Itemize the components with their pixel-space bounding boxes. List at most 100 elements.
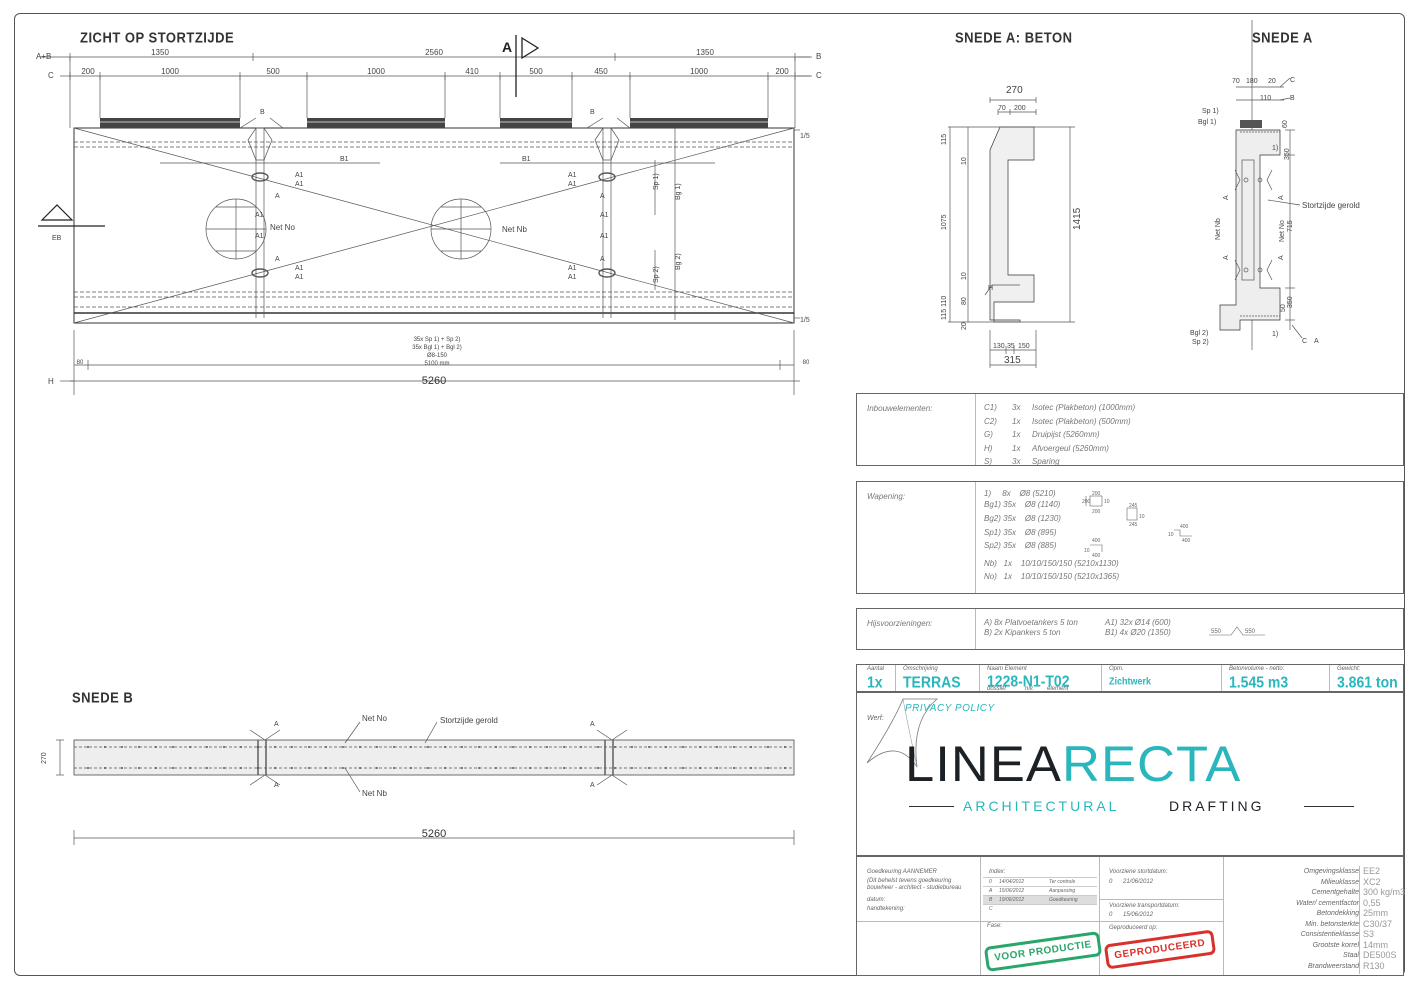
- geprod-label: Geproduceerd op:: [1109, 925, 1158, 931]
- spec-key: Water/ cementfactor: [1296, 899, 1359, 907]
- wap-dim-200a: 200: [1092, 491, 1101, 497]
- a-dim-60: 60: [1282, 120, 1289, 128]
- rebar-dot: [172, 767, 174, 769]
- b-dim-270: 270: [41, 752, 48, 764]
- sub-dossier: dossier: [987, 686, 1007, 692]
- inbouw-count: 3x: [1012, 457, 1021, 466]
- label-bg2: Bg 2): [675, 253, 682, 270]
- wap-dim-200b: 200: [1082, 499, 1091, 505]
- rebar-dot: [648, 767, 650, 769]
- dim-1000-b: 1000: [367, 67, 385, 76]
- beton-dim-35: 35: [1007, 343, 1015, 350]
- label-a1-7: A1: [568, 172, 577, 179]
- stort-label: Voorziene stortdatum:: [1109, 869, 1168, 875]
- index-cell: B: [989, 897, 993, 903]
- a-label-1b: 1): [1272, 331, 1278, 338]
- wapening-row: 1) 8x Ø8 (5210): [984, 489, 1056, 498]
- rebar-dot: [342, 767, 344, 769]
- val-gewicht: 3.861 ton: [1337, 673, 1398, 691]
- dim-1350-right: 1350: [696, 48, 714, 57]
- rebar-dot: [495, 767, 497, 769]
- elevation-drawing: A+B 1350 2560 1350 B C C 200 1000 500 10…: [36, 35, 822, 395]
- dim-80-left: 80: [77, 360, 84, 366]
- label-a1-12: A1: [568, 274, 577, 281]
- beton-dim-10a: 10: [961, 157, 968, 165]
- rebar-dot: [257, 746, 259, 748]
- inbouw-key: S): [984, 457, 992, 466]
- beton-dim-80: 80: [961, 297, 968, 305]
- spec-key: Betondekking: [1316, 910, 1359, 917]
- rebar-dot: [393, 767, 395, 769]
- a-dim-350: 350: [1284, 148, 1291, 160]
- rebar-dot: [461, 746, 463, 748]
- note-bgl: 35x Bgl 1) + Bgl 2): [412, 345, 462, 351]
- rebar-dot: [614, 746, 616, 748]
- rebar-dot: [393, 746, 395, 748]
- drawing-sheet: [14, 13, 1405, 976]
- rebar-dot: [682, 746, 684, 748]
- section-marker-a: A: [502, 39, 512, 55]
- rebar-dot: [308, 767, 310, 769]
- inbouw-desc: Sparing: [1032, 457, 1060, 466]
- rebar-dot: [121, 746, 123, 748]
- spec-divider: [1359, 866, 1360, 974]
- h-beton: Betonvolume - netto:: [1229, 666, 1285, 672]
- tagline-architectural: ARCHITECTURAL: [963, 798, 1120, 814]
- rebar-dot: [87, 746, 89, 748]
- section-a-concrete: 270 70 200 115 10 1075 1415 10 80 115 11…: [941, 85, 1083, 368]
- rebar-dot: [665, 767, 667, 769]
- a-label-stortzijde: Stortzijde gerold: [1302, 201, 1360, 210]
- a-dim-20: 20: [1268, 78, 1276, 85]
- rebar-dot: [512, 746, 514, 748]
- rebar-dot: [410, 746, 412, 748]
- label-slope-top: 1/5: [800, 133, 810, 140]
- privacy-policy-link[interactable]: PRIVACY POLICY: [905, 703, 995, 714]
- a-label-bgl1: Bgl 1): [1198, 119, 1216, 126]
- spec-value: S3: [1363, 929, 1375, 939]
- hijs-row-b1: B1) 4x Ø20 (1350): [1105, 628, 1171, 637]
- rebar-dot: [223, 746, 225, 748]
- rebar-dot: [750, 767, 752, 769]
- spec-value: EE2: [1363, 866, 1381, 876]
- beton-dim-130: 130: [993, 343, 1005, 350]
- logo-box: Werf: PRIVACY POLICY LINEARECTA ARCHITEC…: [856, 692, 1404, 856]
- wap-dim-400c: 400: [1092, 538, 1101, 544]
- dim-total-5260: 5260: [422, 375, 446, 387]
- wapening-row: Bg1) 35x Ø8 (1140): [984, 500, 1061, 509]
- rebar-dot: [240, 767, 242, 769]
- inbouw-count: 3x: [1012, 403, 1021, 412]
- h-naam: Naam Element: [987, 666, 1027, 672]
- hijs-label: Hijsvoorzieningen:: [867, 619, 933, 628]
- label-a1-11: A1: [568, 265, 577, 272]
- index-cell: Aanpassing: [1049, 888, 1076, 894]
- inbouw-count: 1x: [1012, 443, 1021, 453]
- stamp-voor-productie: VOOR PRODUCTIE: [983, 931, 1103, 972]
- a-label-net-nb: Net Nb: [1215, 218, 1222, 240]
- rebar-dot: [444, 767, 446, 769]
- rebar-dot: [121, 767, 123, 769]
- rebar-dot: [546, 767, 548, 769]
- fase-label: Fase:: [987, 923, 1003, 929]
- rebar-dot: [291, 767, 293, 769]
- label-net-no: Net No: [270, 223, 295, 232]
- label-net-nb: Net Nb: [502, 225, 527, 234]
- label-sp2: Sp 2): [653, 266, 660, 283]
- h-aantal: Aantal: [867, 666, 885, 672]
- rebar-dot: [410, 767, 412, 769]
- dim-2560: 2560: [425, 48, 443, 57]
- a-label-c2: C: [1302, 338, 1307, 345]
- a-label-c: C: [1290, 77, 1295, 84]
- rebar-dot: [648, 746, 650, 748]
- rebar-dot: [155, 746, 157, 748]
- b-label-net-nb: Net Nb: [362, 789, 387, 798]
- spec-key: Consistentieklasse: [1300, 931, 1359, 938]
- rebar-dot: [631, 746, 633, 748]
- note-sp: 35x Sp 1) + Sp 2): [414, 337, 461, 343]
- section-b-drawing: 270 A A A A Net No Stortzijde gerold Net…: [41, 714, 795, 845]
- val-omschrijving: TERRAS: [903, 673, 961, 691]
- beton-dim-10b: 10: [961, 272, 968, 280]
- spec-key: Min. betonsterkte: [1305, 920, 1359, 928]
